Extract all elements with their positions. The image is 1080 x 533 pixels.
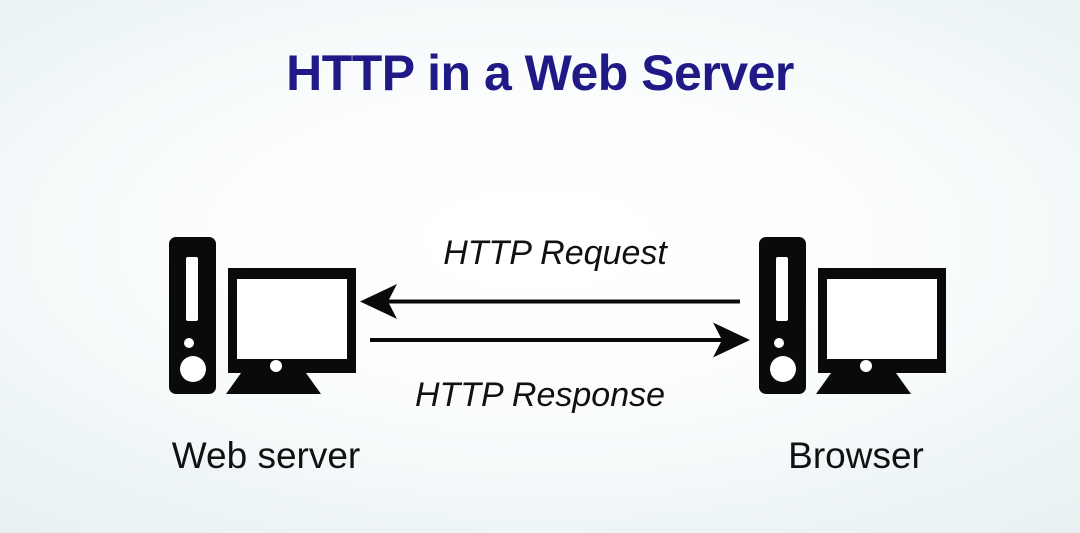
- flow-label-http-request: HTTP Request: [443, 234, 667, 272]
- node-label-browser: Browser: [788, 435, 924, 476]
- arrows-svg: [360, 284, 750, 358]
- computer-icon: [759, 237, 946, 394]
- computer-icon-browser: [756, 232, 956, 397]
- flow-label-http-response: HTTP Response: [414, 376, 666, 414]
- http-response-arrow: [370, 322, 750, 358]
- flow-arrows: [355, 276, 755, 368]
- computer-icon-web-server: [166, 232, 366, 397]
- http-request-arrow: [360, 284, 740, 319]
- computer-icon: [169, 237, 356, 394]
- page-title: HTTP in a Web Server: [286, 45, 794, 101]
- node-label-web-server: Web server: [171, 435, 361, 476]
